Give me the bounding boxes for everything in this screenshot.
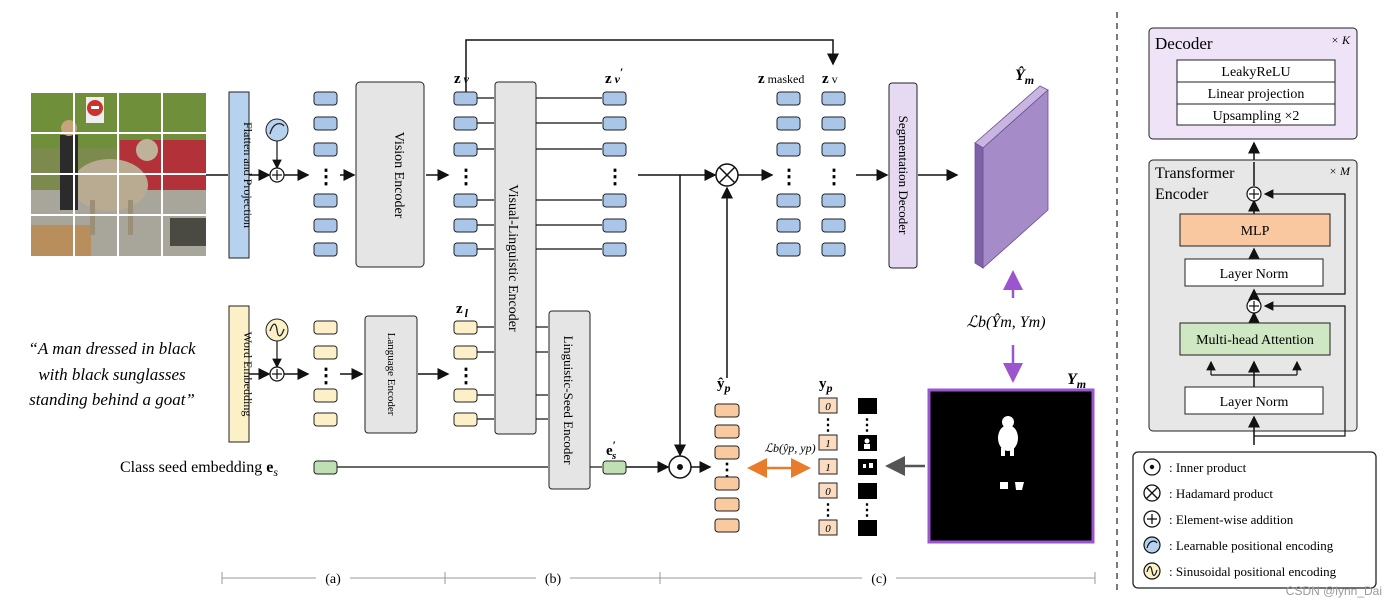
section-brackets bbox=[221, 572, 1096, 584]
flatten-projection-label: Flatten and Projection bbox=[241, 122, 255, 228]
transformer-title-1: Transformer bbox=[1155, 165, 1235, 182]
e-s-prime-label: e′s bbox=[606, 438, 616, 462]
svg-text:1: 1 bbox=[825, 462, 831, 474]
y-m-label: Ym bbox=[1067, 371, 1086, 391]
vision-tokens-b: ⋮ bbox=[453, 91, 478, 257]
legend-learnable-positional-encoding: : Learnable positional encoding bbox=[1169, 538, 1334, 553]
learnable-legend-icon bbox=[1143, 536, 1161, 554]
svg-text:⋮: ⋮ bbox=[859, 417, 875, 434]
svg-text:⋮: ⋮ bbox=[605, 166, 625, 188]
legend-panel: : Inner product : Hadamard product : Ele… bbox=[1132, 451, 1377, 589]
class-seed-label: Class seed embedding es bbox=[120, 459, 278, 479]
mask-loss-label: ℒb(Ŷm, Ym) bbox=[966, 312, 1045, 331]
input-image bbox=[31, 93, 206, 256]
section-label-c: (c) bbox=[871, 572, 887, 587]
seed-output-token bbox=[602, 460, 627, 475]
vision-tokens-c: ⋮ bbox=[602, 91, 627, 257]
svg-text:⋮: ⋮ bbox=[779, 166, 799, 188]
vision-encoder-label: Vision Encoder bbox=[391, 132, 406, 219]
language-tokens-a: ⋮ bbox=[313, 320, 338, 427]
hadamard-product-icon bbox=[715, 163, 739, 187]
learnable-positional-encoding-icon bbox=[265, 118, 289, 170]
decoder-panel: Decoder × K LeakyReLU Linear projection … bbox=[1148, 27, 1358, 140]
decoder-layer-linear: Linear projection bbox=[1208, 87, 1305, 102]
svg-text:⋮: ⋮ bbox=[820, 502, 836, 519]
svg-text:⋮: ⋮ bbox=[316, 365, 336, 387]
query-line-3: standing behind a goat” bbox=[29, 390, 195, 409]
svg-text:0: 0 bbox=[825, 486, 831, 498]
transformer-title-2: Encoder bbox=[1155, 186, 1209, 203]
svg-text:⋮: ⋮ bbox=[456, 365, 476, 387]
score-tokens: ⋮ bbox=[714, 403, 740, 533]
watermark: CSDN @lynn_Dai bbox=[1286, 584, 1382, 598]
vision-encoder-box bbox=[355, 81, 425, 268]
section-label-a: (a) bbox=[325, 572, 341, 587]
language-encoder-box bbox=[364, 315, 418, 434]
predicted-mask-plane bbox=[974, 85, 1049, 269]
inner-product-icon bbox=[668, 455, 692, 479]
svg-text:⋮: ⋮ bbox=[824, 166, 844, 188]
decoder-repeat: × K bbox=[1331, 33, 1351, 47]
mlp-block: MLP bbox=[1241, 224, 1270, 239]
score-loss-label: ℒb(ŷp, yp) bbox=[764, 441, 815, 455]
decoder-layer-leakyrelu: LeakyReLU bbox=[1221, 65, 1290, 80]
word-embedding-label: Word Embedding bbox=[241, 332, 255, 417]
multi-head-attention: Multi-head Attention bbox=[1196, 333, 1314, 348]
svg-text:⋮: ⋮ bbox=[820, 417, 836, 434]
query-line-1: “A man dressed in black bbox=[28, 339, 196, 358]
class-seed-token bbox=[313, 460, 338, 475]
vision-tokens-a: ⋮ bbox=[313, 91, 338, 257]
layer-norm-bottom: Layer Norm bbox=[1220, 395, 1289, 410]
svg-text:⋮: ⋮ bbox=[316, 166, 336, 188]
visual-linguistic-encoder-label: Visual-Linguistic Encoder bbox=[505, 184, 520, 332]
segmentation-decoder-label: Segmentation Decoder bbox=[896, 116, 911, 235]
patch-thumbnails: ⋮ ⋮ bbox=[858, 398, 877, 536]
legend-sinusoidal-positional-encoding: : Sinusoidal positional encoding bbox=[1169, 564, 1337, 579]
language-encoder-label: Language Encoder bbox=[385, 333, 397, 416]
transformer-encoder-panel: Transformer Encoder × M Layer Norm Multi… bbox=[1148, 159, 1358, 445]
layer-norm-top: Layer Norm bbox=[1220, 267, 1289, 282]
decoder-layer-upsampling: Upsampling ×2 bbox=[1213, 109, 1300, 124]
y-hat-p-label: ŷp bbox=[717, 376, 731, 395]
visual-linguistic-encoder-box bbox=[494, 81, 537, 435]
ground-truth-mask bbox=[927, 388, 1095, 544]
y-p-label: yp bbox=[819, 376, 833, 395]
legend-inner-product: : Inner product bbox=[1169, 460, 1247, 475]
addition-icon bbox=[269, 167, 285, 183]
legend-element-wise-addition: : Element-wise addition bbox=[1169, 512, 1294, 527]
label-values: 0 ⋮ 1 1 0 ⋮ 0 bbox=[818, 397, 838, 536]
svg-text:⋮: ⋮ bbox=[718, 460, 736, 480]
linguistic-seed-encoder-box bbox=[548, 310, 591, 490]
legend-hadamard-product: : Hadamard product bbox=[1169, 486, 1273, 501]
query-line-2: with black sunglasses bbox=[38, 365, 186, 384]
language-tokens-b: ⋮ bbox=[453, 320, 478, 427]
segmentation-decoder-box bbox=[888, 82, 918, 269]
transformer-repeat: × M bbox=[1329, 164, 1351, 178]
masked-tokens: ⋮ bbox=[776, 91, 801, 257]
y-hat-m-label: Ŷm bbox=[1015, 65, 1034, 87]
svg-text:⋮: ⋮ bbox=[859, 502, 875, 519]
svg-text:0: 0 bbox=[825, 401, 831, 413]
decoder-title: Decoder bbox=[1155, 34, 1213, 53]
sinusoidal-positional-encoding-icon bbox=[265, 318, 289, 369]
svg-text:0: 0 bbox=[825, 523, 831, 535]
skip-connection-arrow bbox=[465, 39, 839, 92]
svg-text:⋮: ⋮ bbox=[456, 166, 476, 188]
section-label-b: (b) bbox=[545, 572, 562, 587]
vision-tokens-d: ⋮ bbox=[821, 91, 846, 257]
addition-icon-language bbox=[269, 366, 285, 382]
linguistic-seed-encoder-label: Linguistic-Seed Encoder bbox=[561, 336, 576, 466]
svg-text:1: 1 bbox=[825, 438, 831, 450]
